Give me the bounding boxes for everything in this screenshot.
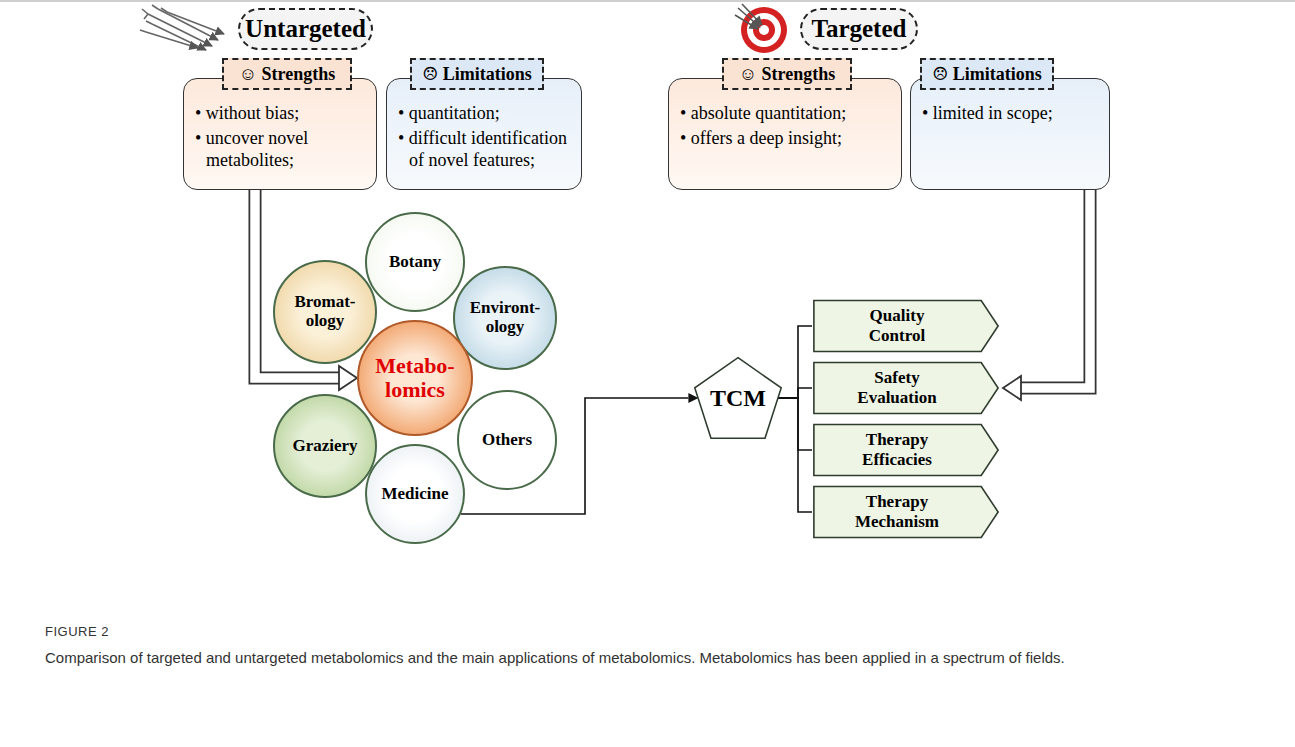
- strengths-header: ☺ Strengths: [722, 58, 852, 90]
- limitations-box: • quantitation;• difficult identificatio…: [386, 78, 582, 190]
- target-icon: [735, 4, 787, 53]
- field-circle: Environt- ology: [453, 266, 557, 370]
- top-rule: [0, 0, 1295, 2]
- limitations-header: ☹ Limitations: [920, 58, 1054, 90]
- node-text: Others: [465, 431, 549, 450]
- node-text: ☺ Strengths: [239, 64, 336, 85]
- node-text: Graziery: [283, 437, 367, 456]
- strengths-header: ☺ Strengths: [222, 58, 352, 90]
- field-circle: Graziery: [273, 394, 377, 498]
- hollow-arrow: [1003, 190, 1090, 400]
- limitations-header: ☹ Limitations: [410, 58, 544, 90]
- node-text: Targeted: [812, 15, 907, 43]
- application-chevron: Quality Control: [812, 300, 1000, 352]
- strengths-box: • without bias;• uncover novel metabolit…: [183, 78, 377, 190]
- application-chevron: Therapy Efficacies: [812, 424, 1000, 476]
- method-pill: Untargeted: [238, 8, 373, 50]
- application-chevron: Safety Evaluation: [812, 362, 1000, 414]
- node-text: ☹ Limitations: [932, 63, 1042, 85]
- center-circle: Metabo- lomics: [357, 320, 473, 436]
- connector-line: [778, 398, 812, 450]
- node-text: Botany: [373, 253, 457, 272]
- node-text: Therapy Mechanism: [845, 492, 949, 531]
- node-text: Environt- ology: [463, 299, 547, 336]
- node-text: TCM: [710, 385, 766, 412]
- node-text: • uncover novel metabolites;: [206, 127, 368, 172]
- node-text: • absolute quantitation;: [691, 102, 893, 125]
- node-text: Safety Evaluation: [845, 368, 949, 407]
- node-text: Metabo- lomics: [367, 354, 463, 402]
- node-text: • limited in scope;: [933, 102, 1101, 125]
- node-text: • quantitation;: [409, 102, 573, 125]
- node-text: ☹ Limitations: [422, 63, 532, 85]
- node-text: • offers a deep insight;: [691, 127, 893, 150]
- node-text: Untargeted: [245, 15, 366, 43]
- connector-line: [778, 398, 812, 512]
- node-text: ☺ Strengths: [739, 64, 836, 85]
- figure-caption: Comparison of targeted and untargeted me…: [45, 647, 1245, 670]
- tcm-pentagon: TCM: [693, 356, 783, 440]
- field-circle: Medicine: [365, 444, 465, 544]
- connector-line: [778, 326, 812, 398]
- figure-label: FIGURE 2: [45, 624, 109, 639]
- node-text: • difficult identification of novel feat…: [409, 127, 573, 172]
- field-circle: Others: [457, 390, 557, 490]
- method-pill: Targeted: [800, 8, 918, 50]
- node-text: Quality Control: [845, 306, 949, 345]
- connector-line: [778, 388, 812, 398]
- field-circle: Botany: [365, 212, 465, 312]
- node-text: Bromat- ology: [283, 293, 367, 330]
- limitations-box: • limited in scope;: [910, 78, 1110, 190]
- application-chevron: Therapy Mechanism: [812, 486, 1000, 538]
- arrows-icon: [140, 5, 224, 50]
- field-circle: Bromat- ology: [273, 260, 377, 364]
- node-text: Therapy Efficacies: [845, 430, 949, 469]
- node-text: Medicine: [373, 485, 457, 504]
- strengths-box: • absolute quantitation;• offers a deep …: [668, 78, 902, 190]
- node-text: • without bias;: [206, 102, 368, 125]
